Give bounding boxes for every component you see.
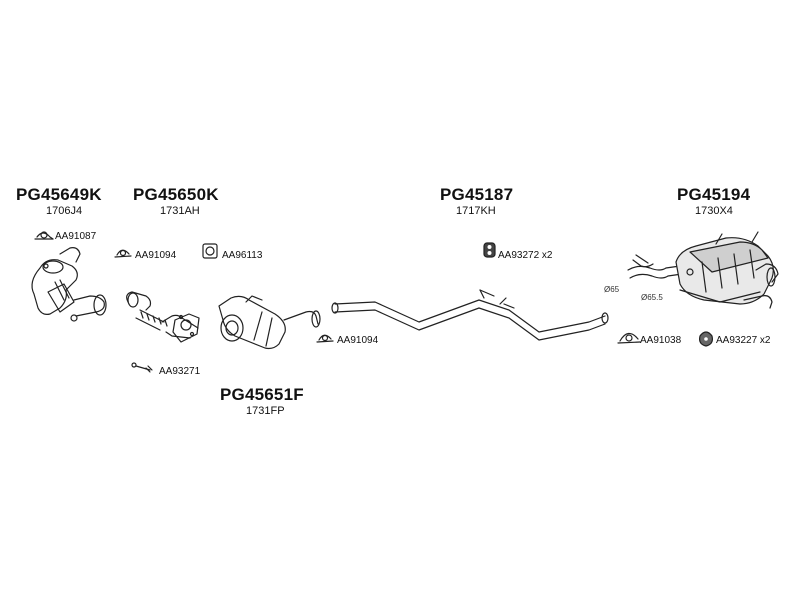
part-label-clamp-4: AA91038 <box>640 335 682 346</box>
flex-pipe-icon <box>126 291 200 343</box>
part-label-clamp-1: AA91087 <box>55 231 97 242</box>
group-code-catalyst: PG45649K <box>16 185 102 204</box>
group-code-front-pipe: PG45650K <box>133 185 219 204</box>
clamp-icon <box>316 334 334 343</box>
group-code-particle-filter: PG45651F <box>220 385 304 404</box>
part-label-hanger-1: AA93272 x2 <box>498 250 553 261</box>
gasket-icon <box>202 243 218 259</box>
part-label-hanger-2: AA93227 x2 <box>716 335 771 346</box>
rubber-hanger-icon <box>699 331 713 347</box>
rubber-hanger-icon <box>483 242 496 258</box>
part-label-bolt-kit: AA93271 <box>159 366 201 377</box>
rear-silencer-icon <box>627 231 779 309</box>
part-label-clamp-2: AA91094 <box>135 250 177 261</box>
group-oem-catalyst: 1706J4 <box>46 205 83 217</box>
group-oem-rear-silencer: 1730X4 <box>695 205 733 217</box>
particle-filter-icon <box>218 295 321 350</box>
catalytic-converter-icon <box>31 247 107 322</box>
clamp-icon <box>114 249 132 258</box>
dimension-65: Ø65 <box>604 285 620 294</box>
group-oem-middle-pipe: 1717KH <box>456 205 496 217</box>
group-code-rear-silencer: PG45194 <box>677 185 751 204</box>
dimension-65-5: Ø65.5 <box>641 293 663 302</box>
bolt-icon <box>131 362 153 373</box>
clamp-icon <box>34 231 54 240</box>
middle-pipe-icon <box>331 289 609 341</box>
part-label-clamp-3: AA91094 <box>337 335 379 346</box>
group-code-middle-pipe: PG45187 <box>440 185 514 204</box>
group-oem-particle-filter: 1731FP <box>246 405 285 417</box>
clamp-icon <box>617 332 641 344</box>
group-oem-front-pipe: 1731AH <box>160 205 200 217</box>
part-label-gasket: AA96113 <box>222 250 263 261</box>
